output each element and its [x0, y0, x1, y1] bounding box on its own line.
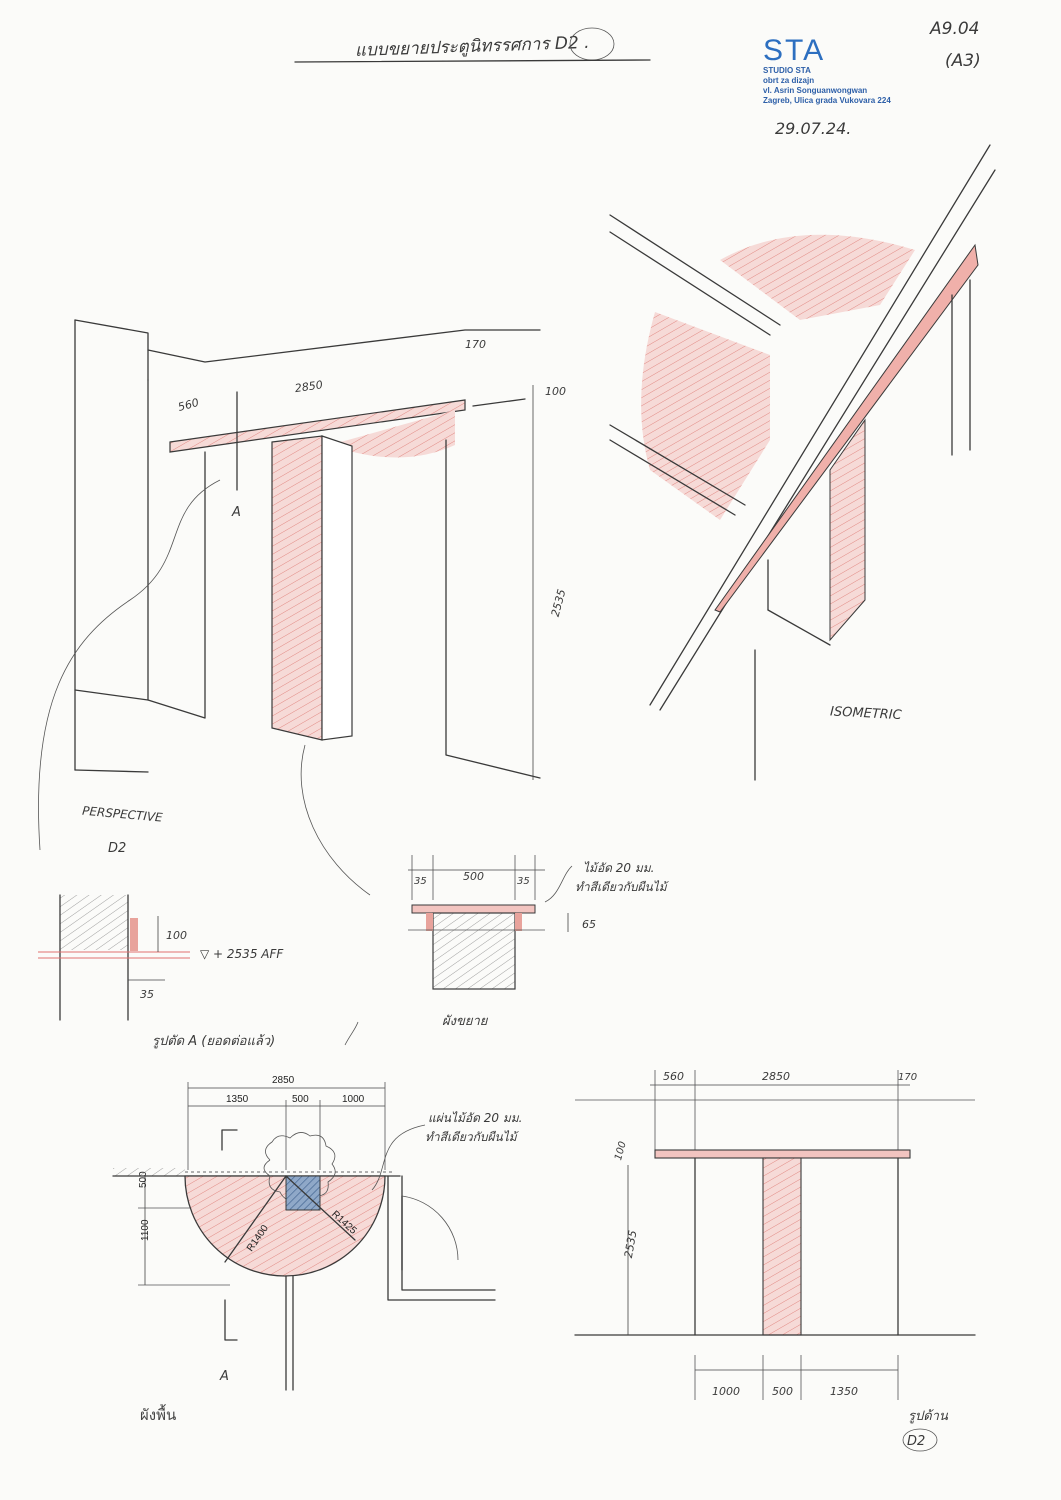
header: แบบขยายประตูนิทรรศการ D2 . A9.04 (A3) 29…: [294, 19, 981, 138]
elev-tag: D2: [907, 1434, 925, 1449]
detail-a-level: ▽ + 2535 AFF: [200, 947, 284, 961]
persp-label-d2: D2: [108, 841, 126, 856]
plan-note-2: ทำสีเดียวกับผืนไม้: [425, 1130, 520, 1144]
plan-dim-total: 2850: [272, 1075, 295, 1086]
studio-stamp: STA STUDIO STA obrt za dizajn vl. Asrin …: [763, 34, 891, 105]
persp-label: PERSPECTIVE: [82, 804, 164, 825]
plan-detail-dim-35-right: 35: [517, 876, 530, 887]
plan-detail-note-1: ไม้อัด 20 มม.: [583, 861, 654, 875]
elev-dim-500: 500: [772, 1385, 793, 1398]
stamp-logo: STA: [763, 34, 825, 67]
title-underline: [294, 59, 651, 63]
plan-label: ผังพื้น: [140, 1404, 176, 1424]
sheet-number: A9.04: [929, 19, 979, 39]
plan-detail: 35 500 35 65 ไม้อัด 20 มม. ทำสีเดียวกับผ…: [408, 855, 670, 1029]
elevation-view: 560 2850 170 100 2535 1000 500 1350 รูปด…: [574, 1070, 976, 1452]
elev-dim-170: 170: [898, 1072, 917, 1083]
elev-dim-1350: 1350: [830, 1385, 858, 1398]
plan-detail-label: ผังขยาย: [442, 1014, 489, 1029]
plan-marker-a: A: [219, 1369, 229, 1384]
stamp-line-3: vl. Asrin Songuanwongwan: [763, 86, 867, 95]
stamp-line-4: Zagreb, Ulica grada Vukovara 224: [763, 96, 891, 105]
elev-tag-circle: [902, 1428, 938, 1452]
plan-dim-500-v: 500: [138, 1171, 149, 1188]
persp-dim-170: 170: [465, 338, 486, 351]
plan-dim-1000: 1000: [342, 1094, 365, 1105]
persp-dim-2535: 2535: [549, 588, 569, 618]
isometric-view: ISOMETRIC: [609, 144, 996, 781]
detail-a-label: รูปตัด A (ยอดต่อแล้ว): [152, 1034, 275, 1049]
persp-dim-2850: 2850: [294, 378, 324, 395]
plan-dim-1350: 1350: [226, 1094, 249, 1105]
detail-a-dim-35: 35: [140, 988, 154, 1001]
elev-dim-100: 100: [613, 1140, 629, 1161]
elev-dim-560: 560: [663, 1070, 684, 1083]
drawing-date: 29.07.24.: [775, 119, 851, 138]
persp-dim-560: 560: [177, 396, 201, 414]
floor-plan: 2850 1350 500 1000 500 1100 R1400 R1425: [112, 1075, 522, 1424]
elev-dim-1000: 1000: [712, 1385, 740, 1398]
elev-dim-2535: 2535: [622, 1229, 640, 1259]
detail-a-dim-100: 100: [166, 929, 187, 942]
elev-dim-2850: 2850: [762, 1070, 790, 1083]
stamp-line-1: STUDIO STA: [763, 66, 811, 75]
section-detail-a: 100 ▽ + 2535 AFF 35 รูปตัด A (ยอดต่อแล้ว…: [38, 894, 359, 1049]
plan-dim-500: 500: [292, 1094, 309, 1105]
stamp-line-2: obrt za dizajn: [763, 76, 814, 85]
elev-label: รูปด้าน: [908, 1409, 949, 1424]
plan-detail-dim-500: 500: [463, 870, 484, 883]
iso-label: ISOMETRIC: [830, 704, 903, 723]
plan-detail-dim-35-left: 35: [414, 876, 427, 887]
plan-detail-dim-65: 65: [582, 918, 596, 931]
sheet-size: (A3): [945, 51, 981, 71]
plan-note-1: แผ่นไม้อัด 20 มม.: [428, 1111, 522, 1125]
persp-section-a: A: [231, 505, 241, 520]
sheet-title: แบบขยายประตูนิทรรศการ D2 .: [355, 33, 590, 61]
plan-detail-note-2: ทำสีเดียวกับผืนไม้: [575, 880, 670, 894]
perspective-view: 560 2850 170 100 2535 A PERSPECTIVE D2: [38, 319, 569, 896]
persp-dim-100: 100: [545, 385, 566, 398]
plan-dim-1100: 1100: [140, 1219, 151, 1241]
